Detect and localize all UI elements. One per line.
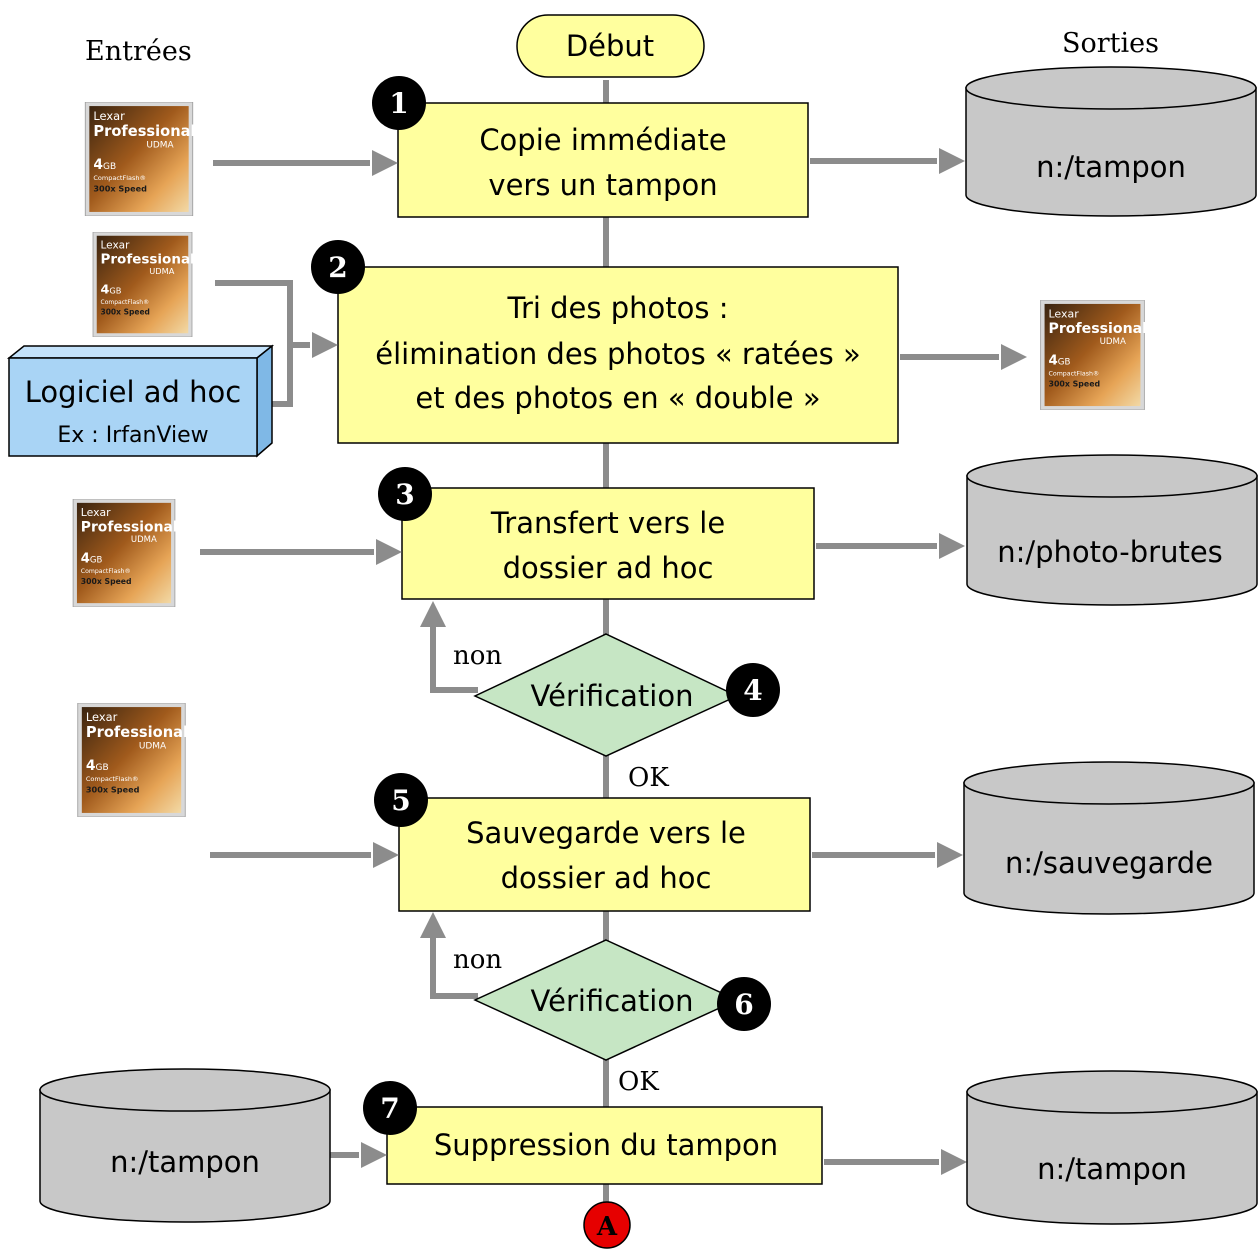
input2-memory-card-icon [92, 232, 196, 337]
step2-line2: élimination des photos « ratées » [375, 337, 861, 371]
step4-label: Vérification [531, 679, 694, 713]
input3-memory-card-icon [72, 499, 179, 607]
step3-badge: 3 [378, 467, 432, 521]
step7-box [386, 1106, 823, 1185]
step1-badge: 1 [372, 76, 426, 130]
step2-line3: et des photos en « double » [415, 381, 820, 415]
output7-storage-cylinder: n:/tampon [966, 1070, 1258, 1225]
step5-box [398, 797, 811, 912]
outputs-header: Sorties [1062, 28, 1159, 59]
step5-number: 5 [391, 784, 410, 817]
input7-storage-cylinder: n:/tampon [39, 1068, 331, 1223]
input7-label: n:/tampon [110, 1145, 260, 1179]
step3-line1: Transfert vers le [490, 506, 725, 540]
step5-badge: 5 [374, 773, 428, 827]
step2-number: 2 [328, 251, 347, 284]
input5-memory-card-icon [77, 703, 189, 817]
step2-badge: 2 [311, 240, 365, 294]
step7-label: Suppression du tampon [434, 1128, 778, 1162]
step3-line2: dossier ad hoc [503, 551, 714, 585]
step6-no-loop [430, 936, 478, 999]
step7-badge: 7 [363, 1081, 417, 1135]
start-terminator [516, 14, 705, 78]
step5-line2: dossier ad hoc [501, 861, 712, 895]
start-label: Début [566, 29, 654, 63]
step4-no-loop [430, 625, 478, 693]
step3-number: 3 [395, 478, 414, 511]
software-name: Logiciel ad hoc [25, 375, 241, 409]
step1-box [397, 102, 809, 218]
inputs-header: Entrées [85, 36, 192, 67]
step6-ok-label: OK [618, 1067, 659, 1097]
output1-storage-cylinder: n:/tampon [965, 66, 1257, 217]
step6-label: Vérification [531, 984, 694, 1018]
input1-memory-card-icon [84, 102, 197, 216]
step5-line1: Sauvegarde vers le [466, 816, 746, 850]
output3-storage-cylinder: n:/photo-brutes [966, 454, 1258, 606]
input2-arrowhead [312, 332, 338, 358]
connector-a-label: A [596, 1212, 618, 1242]
step6-no-label: non [453, 945, 502, 975]
step3-box [401, 487, 815, 600]
step1-line1: Copie immédiate [479, 123, 726, 157]
step6-number: 6 [734, 988, 753, 1021]
step7-number: 7 [380, 1092, 399, 1125]
step4-no-arrowhead [420, 601, 446, 627]
output5-storage-cylinder: n:/sauvegarde [963, 761, 1255, 915]
step4-ok-label: OK [628, 763, 669, 793]
output2-memory-card-icon [1040, 300, 1148, 410]
connector-a: A [583, 1201, 631, 1249]
step4-diamond [473, 633, 739, 757]
output1-label: n:/tampon [1036, 150, 1186, 184]
step4-badge: 4 [726, 663, 780, 717]
step4-no-label: non [453, 641, 502, 671]
output5-label: n:/sauvegarde [1005, 846, 1213, 880]
step6-no-arrowhead [420, 912, 446, 938]
step1-number: 1 [389, 87, 408, 120]
step1-line2: vers un tampon [488, 168, 717, 202]
step6-diamond [473, 939, 739, 1061]
output3-label: n:/photo-brutes [997, 535, 1223, 569]
output7-label: n:/tampon [1037, 1152, 1187, 1186]
step2-box [337, 266, 899, 444]
software-box: Logiciel ad hoc Ex : IrfanView [6, 344, 275, 458]
step4-number: 4 [743, 674, 762, 707]
software-example: Ex : IrfanView [57, 423, 208, 448]
step2-line1: Tri des photos : [507, 291, 729, 325]
step6-badge: 6 [717, 977, 771, 1031]
